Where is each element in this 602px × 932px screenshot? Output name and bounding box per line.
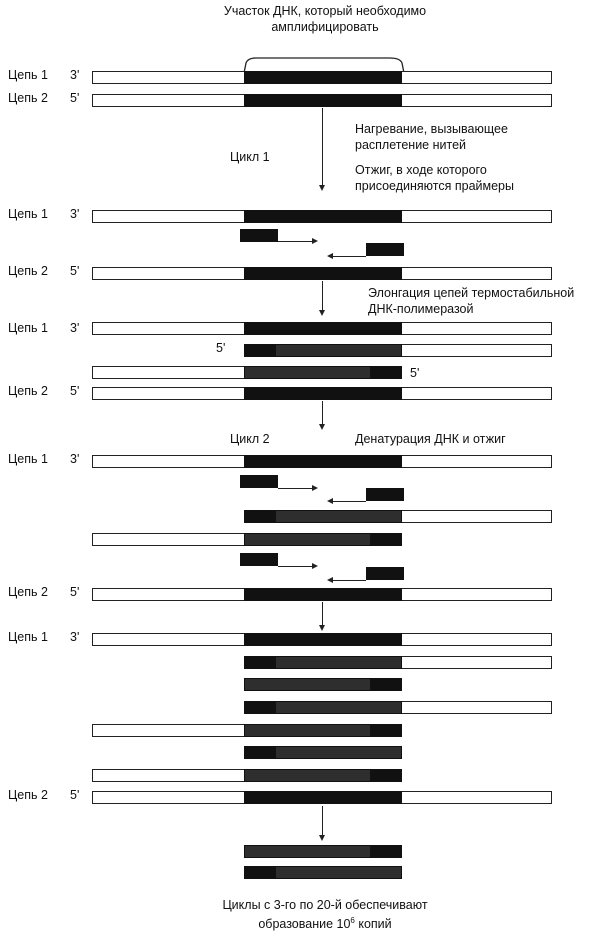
primer-segment [370,533,402,546]
step-elongation-line-2: ДНК-полимеразой [368,302,474,316]
five-prime-end-label: 5' [410,366,420,380]
primer-segment [244,656,276,669]
strand-2-label: Цепь 2 [8,585,48,599]
strand-1-label: Цепь 1 [8,321,48,335]
primer-segment [370,845,402,858]
primer-segment [370,678,402,691]
extension-arrow-left [327,497,366,504]
strand-2-label: Цепь 2 [8,264,48,278]
extension-arrow-left [327,576,366,583]
step-heating-line-2: расплетение нитей [355,138,467,152]
footer-text-post: копий [354,917,392,932]
primer-segment [370,366,402,379]
target-region [244,455,402,468]
cycle-1-label: Цикл 1 [230,150,270,164]
five-prime-end-label: 5' [70,91,80,105]
footer-exponent: 6 [350,916,355,925]
strand-1-label: Цепь 1 [8,207,48,221]
forward-primer [240,553,278,566]
strand-2-label: Цепь 2 [8,384,48,398]
step-denaturation-label: Денатурация ДНК и отжиг [355,432,506,446]
target-region [244,791,402,804]
five-prime-end-label: 5' [70,788,80,802]
strand-1-label: Цепь 1 [8,452,48,466]
reverse-primer [366,243,404,256]
primer-segment [244,344,276,357]
primer-segment [244,510,276,523]
primer-segment [244,866,276,879]
three-prime-end-label: 3' [70,630,80,644]
target-region [244,94,402,107]
forward-primer [240,475,278,488]
forward-primer [240,229,278,242]
diagram-title-line-2: амплифицировать [271,20,379,34]
step-elongation-line-1: Элонгация цепей термостабильной [368,286,575,300]
five-prime-end-label: 5' [70,384,80,398]
footer-text-pre: образование 10 [258,917,351,932]
step-heating-line-1: Нагревание, вызывающее [355,122,508,136]
process-arrow [319,108,325,191]
extension-arrow-right [278,562,318,569]
footer-line-2: образование 106 копий [160,913,490,932]
extension-arrow-left [327,252,366,259]
five-prime-end-label: 5' [70,585,80,599]
target-region [244,71,402,84]
footer-line-1: Циклы с 3-го по 20-й обеспечивают [222,898,428,912]
process-arrow [319,602,325,631]
step-annealing-line-2: присоединяются праймеры [355,179,514,193]
process-arrow [319,401,325,430]
target-region [244,588,402,601]
strand-1-label: Цепь 1 [8,68,48,82]
primer-segment [244,746,276,759]
target-region [244,210,402,223]
process-arrow [319,281,325,316]
primer-segment [370,769,402,782]
three-prime-end-label: 3' [70,452,80,466]
reverse-primer [366,488,404,501]
process-arrow [319,806,325,841]
diagram-title-line-1: Участок ДНК, который необходимо [223,4,427,18]
three-prime-end-label: 3' [70,207,80,221]
region-bracket [243,57,405,74]
target-region [244,267,402,280]
three-prime-end-label: 3' [70,321,80,335]
reverse-primer [366,567,404,580]
primer-segment [244,701,276,714]
three-prime-end-label: 3' [70,68,80,82]
strand-2-label: Цепь 2 [8,91,48,105]
extension-arrow-right [278,237,318,244]
cycle-2-label: Цикл 2 [230,432,270,446]
five-prime-end-label: 5' [216,341,226,355]
strand-1-label: Цепь 1 [8,630,48,644]
extension-arrow-right [278,484,318,491]
target-region [244,387,402,400]
primer-segment [370,724,402,737]
strand-2-label: Цепь 2 [8,788,48,802]
step-annealing-line-1: Отжиг, в ходе которого [355,163,487,177]
five-prime-end-label: 5' [70,264,80,278]
target-region [244,322,402,335]
target-region [244,633,402,646]
